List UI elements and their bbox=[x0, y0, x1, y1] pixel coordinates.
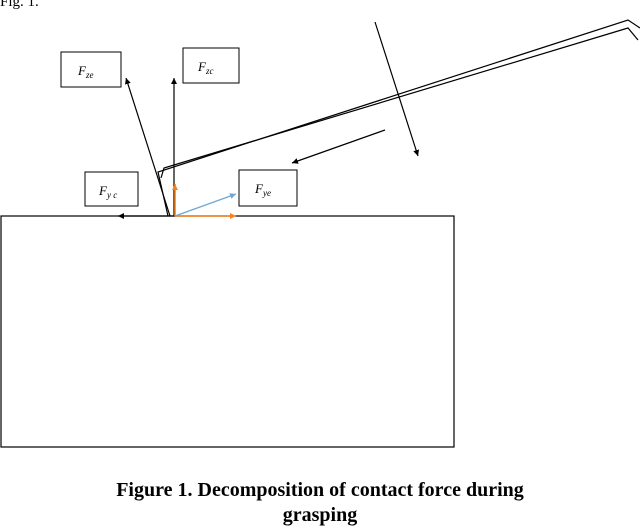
label-f-yc-sub: y c bbox=[106, 190, 117, 200]
label-f-yc-main: F bbox=[98, 183, 108, 198]
svg-text:Fzc: Fzc bbox=[197, 59, 213, 76]
finger-approach-arrow bbox=[291, 129, 386, 164]
header-fragment: Fig. 1. bbox=[0, 0, 39, 10]
label-f-ze: Fze bbox=[60, 51, 122, 88]
label-f-zc-main: F bbox=[197, 59, 207, 74]
svg-text:Fy c: Fy c bbox=[98, 183, 117, 200]
label-f-ye: Fye bbox=[238, 169, 298, 207]
label-f-zc-sub: zc bbox=[205, 66, 214, 76]
object-block bbox=[0, 215, 455, 448]
label-f-ze-main: F bbox=[77, 63, 87, 78]
label-f-zc: Fzc bbox=[182, 47, 240, 84]
force-diagram: Fze Fzc Fy c Fye bbox=[0, 19, 640, 448]
figure-caption-line-1: Figure 1. Decomposition of contact force… bbox=[116, 479, 524, 501]
label-f-ye-sub: ye bbox=[262, 188, 271, 198]
svg-text:Fye: Fye bbox=[254, 181, 271, 198]
gripper-finger-inner-edge bbox=[160, 27, 639, 179]
blue-resultant-vector bbox=[174, 193, 237, 217]
finger-motion-arrow bbox=[374, 21, 420, 157]
label-f-ze-sub: ze bbox=[85, 70, 94, 80]
figure-caption-line-2: grasping bbox=[282, 504, 358, 526]
label-f-ye-main: F bbox=[254, 181, 264, 196]
svg-text:Fze: Fze bbox=[77, 63, 93, 80]
label-f-yc: Fy c bbox=[84, 171, 139, 207]
f-ze-vector bbox=[124, 77, 171, 217]
